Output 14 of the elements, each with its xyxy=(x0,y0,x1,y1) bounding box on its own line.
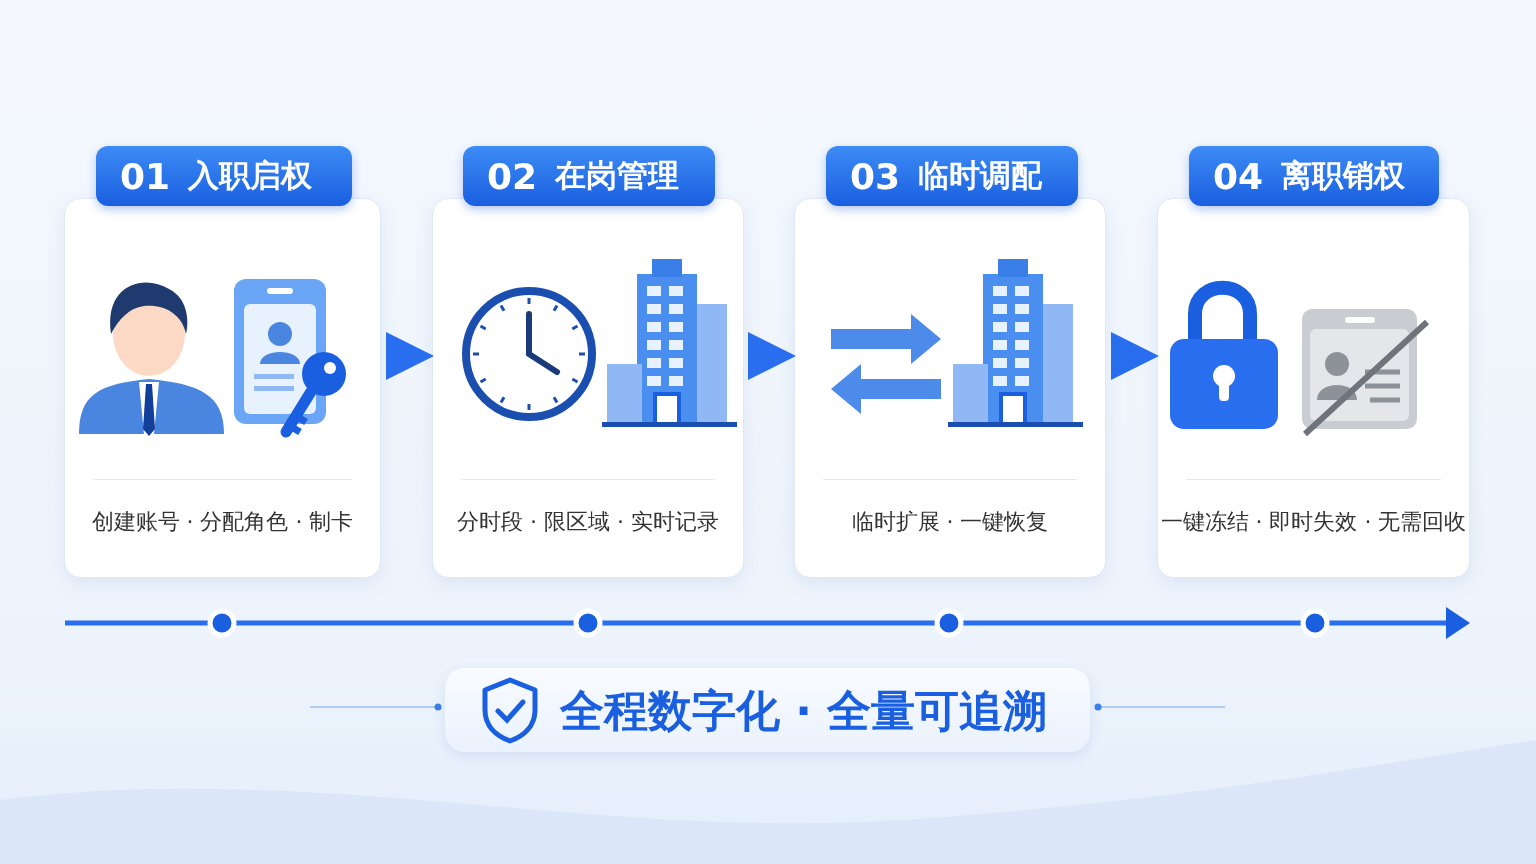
step-description: 分时段 · 限区域 · 实时记录 xyxy=(456,508,720,536)
step-title: 在岗管理 xyxy=(555,156,680,195)
summary-banner xyxy=(445,668,1090,752)
step-title: 离职销权 xyxy=(1281,156,1406,195)
step-number: 03 xyxy=(850,155,901,197)
step-description: 创建账号 · 分配角色 · 制卡 xyxy=(90,508,355,536)
step-title: 入职启权 xyxy=(188,156,313,195)
step-number: 01 xyxy=(120,155,171,197)
step-title: 临时调配 xyxy=(918,156,1043,195)
summary-slogan: 全程数字化 · 全量可追溯 xyxy=(560,684,1048,738)
step-description: 临时扩展 · 一键恢复 xyxy=(850,508,1050,536)
step-number: 04 xyxy=(1213,155,1264,197)
step-number: 02 xyxy=(487,155,538,197)
step-description: 一键冻结 · 即时失效 · 无需回收 xyxy=(1159,508,1468,536)
